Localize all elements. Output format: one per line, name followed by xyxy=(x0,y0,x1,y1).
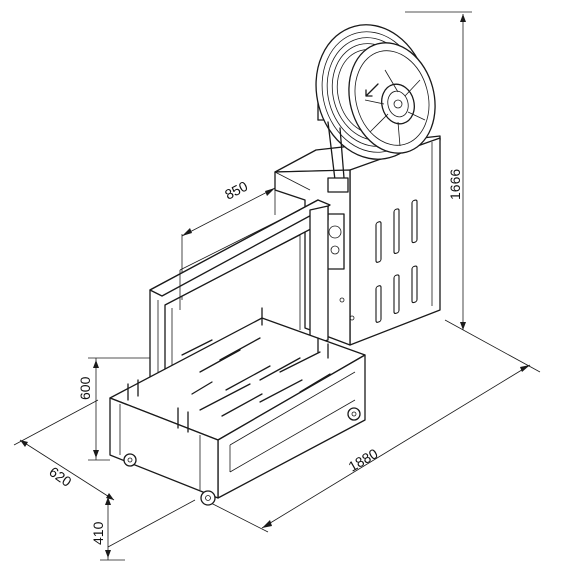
dim-label-620: 620 xyxy=(46,463,74,490)
strap-reel xyxy=(315,24,436,160)
table-base xyxy=(109,307,366,506)
cabinet-vents xyxy=(375,199,418,323)
guide-posts xyxy=(127,307,329,433)
dim-label-600: 600 xyxy=(77,376,93,400)
strap-guide xyxy=(325,121,349,270)
strap-arch xyxy=(149,171,331,426)
dim-label-1666: 1666 xyxy=(447,169,463,200)
dim-label-850: 850 xyxy=(222,178,250,203)
dim-label-410: 410 xyxy=(90,521,106,545)
casters xyxy=(123,407,361,506)
dim-label-1880: 1880 xyxy=(346,445,381,475)
dimension-lines xyxy=(13,11,541,561)
table-rollers xyxy=(181,337,331,417)
